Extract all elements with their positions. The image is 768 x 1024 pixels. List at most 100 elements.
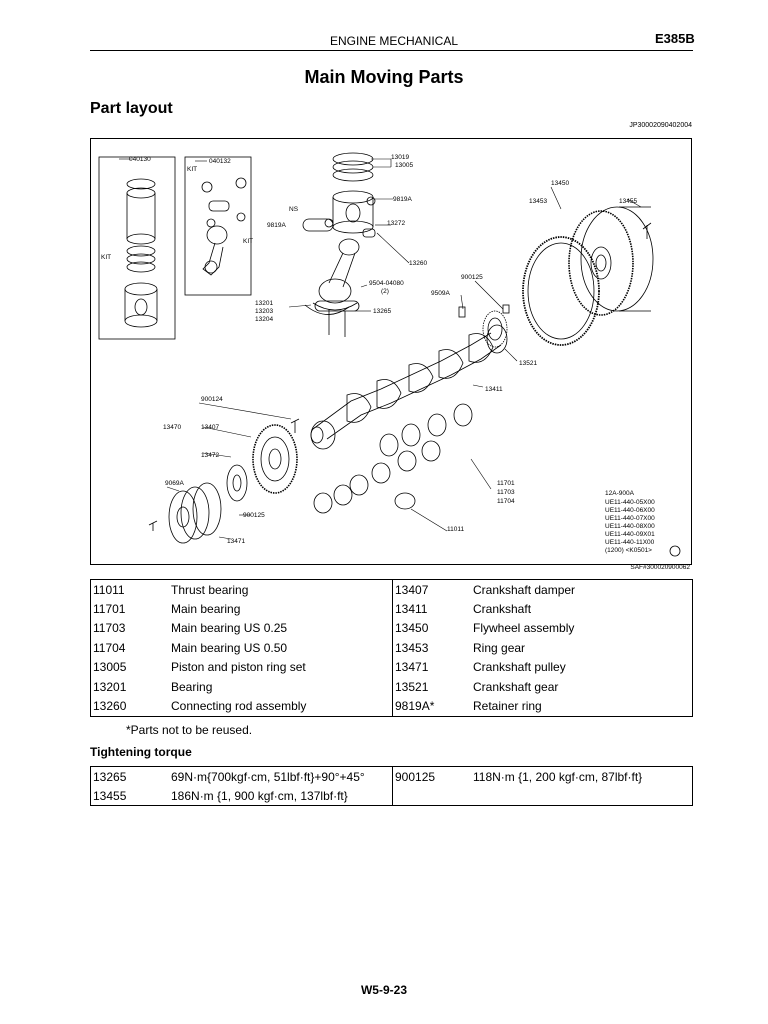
label-13453: 13453: [529, 198, 547, 205]
label-kit-3: KIT: [101, 254, 111, 261]
crankshaft-pulley-drawing: [148, 464, 248, 544]
flywheel-drawing: [568, 206, 654, 316]
label-13470: 13470: [163, 424, 181, 431]
ue-code-6: UE11-440-11X00: [605, 539, 655, 546]
part-number: 13407: [392, 579, 471, 600]
part-name: Retainer ring: [473, 699, 542, 714]
part-number: 13005: [93, 660, 127, 675]
part-name: Main bearing US 0.25: [171, 621, 288, 636]
part-number: 13411: [392, 599, 471, 619]
label-ns: NS: [289, 206, 299, 213]
label-900125-bottom: 900125: [243, 512, 265, 519]
part-name: 69N·m{700kgf·cm, 51lbf·ft}+90°+45°: [171, 769, 365, 784]
part-number: 9819A*: [392, 696, 471, 717]
conrod-kit-drawing: [201, 177, 247, 276]
label-9819a-top: 9819A: [393, 196, 412, 203]
part-number: 13453: [392, 638, 471, 658]
ue-code-4: UE11-440-08X00: [605, 523, 655, 530]
part-name: [471, 786, 693, 806]
page-number: W5-9-23: [360, 983, 407, 997]
torque-heading: Tightening torque: [90, 745, 192, 759]
part-number: 11704: [93, 640, 126, 655]
part-number: 13455: [93, 788, 127, 803]
main-bearings-drawing: [313, 403, 473, 514]
label-040130: 040130: [129, 156, 151, 163]
label-13201: 13201: [255, 300, 273, 307]
piston-ring-set-drawing: [302, 152, 376, 238]
part-number: 11703: [93, 621, 126, 636]
label-040132: 040132: [209, 158, 231, 165]
part-name: 186N·m {1, 900 kgf·cm, 137lbf·ft}: [171, 788, 348, 803]
label-13472: 13472: [201, 452, 219, 459]
crankshaft-gear-drawing: [458, 304, 510, 348]
label-13450: 13450: [551, 180, 569, 187]
label-kit-1: KIT: [187, 166, 197, 173]
label-13407: 13407: [201, 424, 219, 431]
header-rule: [90, 50, 693, 51]
part-name: Thrust bearing: [171, 582, 249, 597]
section-heading: Part layout: [90, 100, 173, 117]
header-section-title: ENGINE MECHANICAL: [330, 34, 459, 48]
label-9504: 9504-04080: [369, 280, 404, 287]
label-13455: 13455: [619, 198, 637, 205]
reuse-note: *Parts not to be reused.: [126, 723, 253, 737]
piston-kit-drawing: [124, 178, 158, 328]
part-name: Bearing: [171, 679, 213, 694]
label-13265: 13265: [373, 308, 391, 315]
corner-mark-icon: [669, 545, 681, 557]
part-number: 13521: [392, 676, 471, 697]
ue-code-5: UE11-440-09X01: [605, 531, 655, 538]
ue-heading: 12A-900A: [605, 490, 635, 497]
part-number: 13450: [392, 618, 471, 639]
part-number: 13260: [93, 699, 127, 714]
part-name: Crankshaft pulley: [473, 660, 566, 675]
label-11704: 11704: [497, 498, 515, 505]
label-9069a: 9069A: [165, 480, 184, 487]
part-number: 11701: [93, 602, 126, 617]
part-number: [392, 786, 471, 806]
page-title: Main Moving Parts: [304, 67, 464, 87]
leader-lines: [119, 158, 642, 540]
crankshaft-drawing: [310, 324, 508, 450]
kit-frame-040132: [184, 156, 252, 296]
part-number: 13265: [93, 769, 127, 784]
label-13204: 13204: [255, 316, 273, 323]
part-name: Connecting rod assembly: [171, 699, 307, 714]
label-kit-2: KIT: [243, 238, 253, 245]
ue-code-3: UE11-440-07X00: [605, 515, 655, 522]
kit-frame-040130: [98, 156, 176, 340]
label-13521: 13521: [519, 360, 537, 367]
ue-code-1: UE11-440-05X00: [605, 499, 655, 506]
label-13005: 13005: [395, 162, 413, 169]
part-name: Flywheel assembly: [473, 621, 575, 636]
part-name: Main bearing: [171, 602, 241, 617]
part-name: Piston and piston ring set: [171, 660, 306, 675]
header-model-code: E385B: [655, 31, 695, 46]
label-9509a: 9509A: [431, 290, 450, 297]
label-13203: 13203: [255, 308, 273, 315]
label-13471: 13471: [227, 538, 245, 545]
diagram-labels: 040130 040132 KIT KIT KIT 13019 13005 98…: [101, 154, 655, 554]
label-900124: 900124: [201, 396, 223, 403]
label-900125-top: 900125: [461, 274, 483, 281]
label-13272: 13272: [387, 220, 405, 227]
part-name: Crankshaft gear: [473, 679, 559, 694]
label-11703: 11703: [497, 489, 515, 496]
parts-table-row: 13260 Connecting rod assembly 9819A*Retain…: [91, 696, 693, 717]
part-name: Main bearing US 0.50: [171, 640, 288, 655]
label-9504-qty: (2): [381, 288, 389, 295]
part-name: Ring gear: [473, 640, 526, 655]
ring-gear-drawing: [522, 236, 600, 346]
part-number: 11011: [93, 582, 125, 597]
label-13019: 13019: [391, 154, 409, 161]
part-name: 118N·m {1, 200 kgf·cm, 87lbf·ft}: [473, 769, 643, 784]
crankshaft-damper-drawing: [252, 418, 300, 494]
diagram-id: SAF#300020900062: [630, 564, 690, 571]
